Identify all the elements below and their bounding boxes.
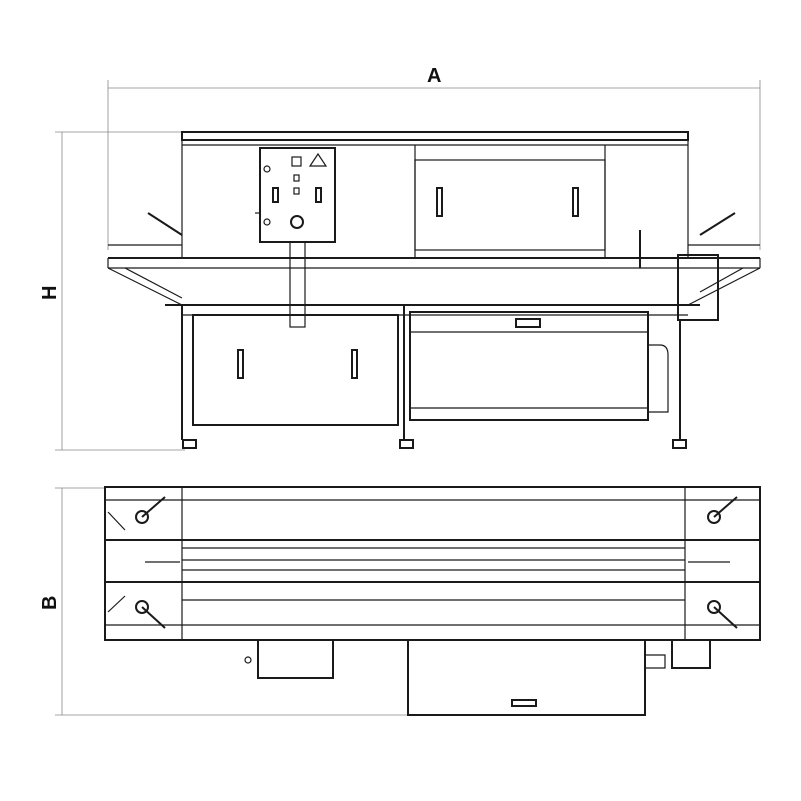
dimension-h: H — [39, 131, 185, 451]
dimension-h-label: H — [39, 286, 61, 300]
dimension-b: B — [39, 487, 408, 716]
dimension-b-label: B — [39, 596, 61, 610]
end-rollers — [107, 496, 738, 629]
plan-view — [104, 486, 761, 716]
dimension-a-label: A — [427, 65, 441, 87]
front-elevation — [107, 131, 761, 449]
control-panel — [255, 147, 336, 243]
dimension-a: A — [107, 65, 761, 250]
